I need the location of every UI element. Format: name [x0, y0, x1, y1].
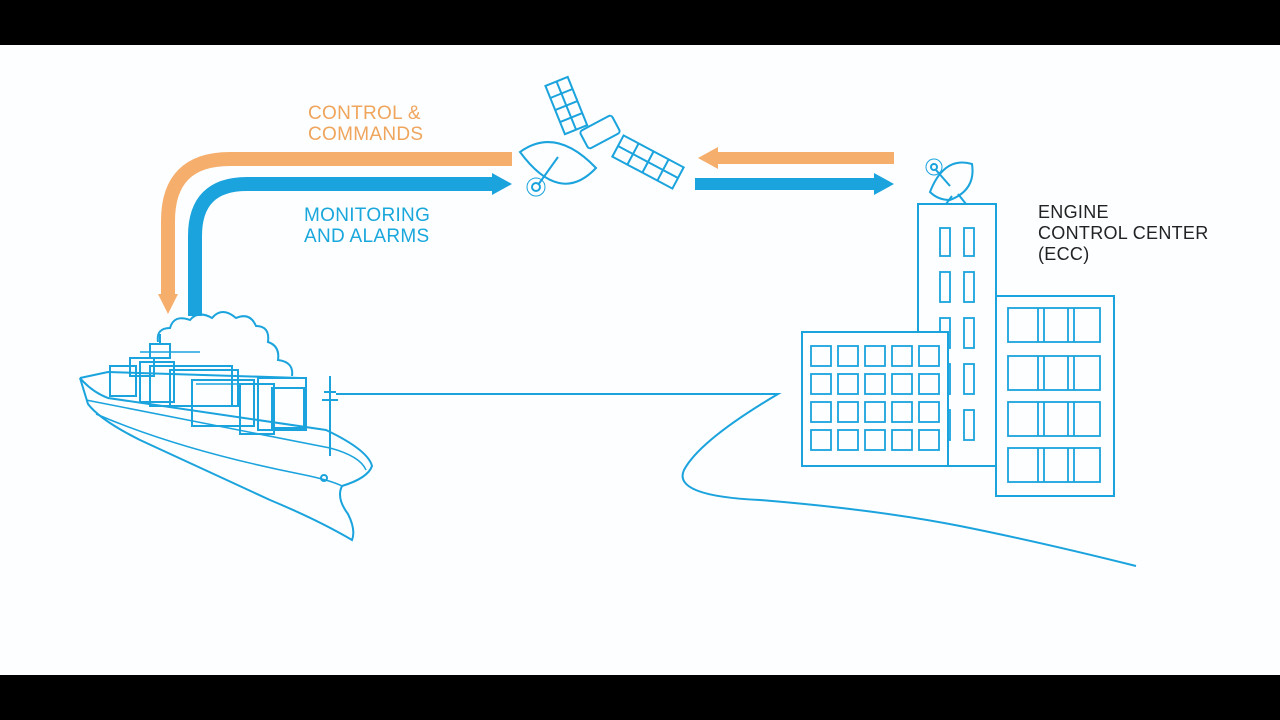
control-commands-label: CONTROL & COMMANDS — [308, 103, 423, 145]
diagram-canvas: CONTROL & COMMANDS MONITORING AND ALARMS… — [0, 45, 1280, 675]
control-label-line-2: COMMANDS — [308, 124, 424, 145]
connection-line — [336, 393, 1137, 567]
monitoring-alarms-label: MONITORING AND ALARMS — [304, 205, 430, 247]
control-label-line-1: CONTROL & — [308, 103, 421, 124]
office-buildings-icon — [801, 203, 1115, 497]
control-arrow-to-ship — [161, 152, 512, 294]
control-arrowhead-down — [158, 294, 178, 314]
ecc-label-line-3: (ECC) — [1038, 244, 1090, 264]
monitoring-arrow-from-ship — [188, 177, 494, 316]
monitoring-label-line-2: AND ALARMS — [304, 226, 430, 247]
ecc-link-arrows — [695, 147, 894, 195]
satellite-icon — [518, 75, 686, 197]
ecc-label-line-1: ENGINE — [1038, 202, 1109, 222]
diagram-art — [79, 75, 1137, 567]
monitoring-label-line-1: MONITORING — [304, 205, 431, 226]
ecc-label-line-2: CONTROL CENTER — [1038, 223, 1209, 243]
container-ship-icon — [79, 311, 374, 542]
satellite-dish-icon — [925, 158, 974, 205]
control-arrowhead-left — [698, 147, 718, 169]
ecc-label: ENGINE CONTROL CENTER (ECC) — [1038, 202, 1209, 265]
monitoring-arrowhead-right — [492, 173, 512, 195]
monitoring-arrowhead-right-ecc — [874, 173, 894, 195]
ship-link-arrows — [158, 152, 512, 316]
